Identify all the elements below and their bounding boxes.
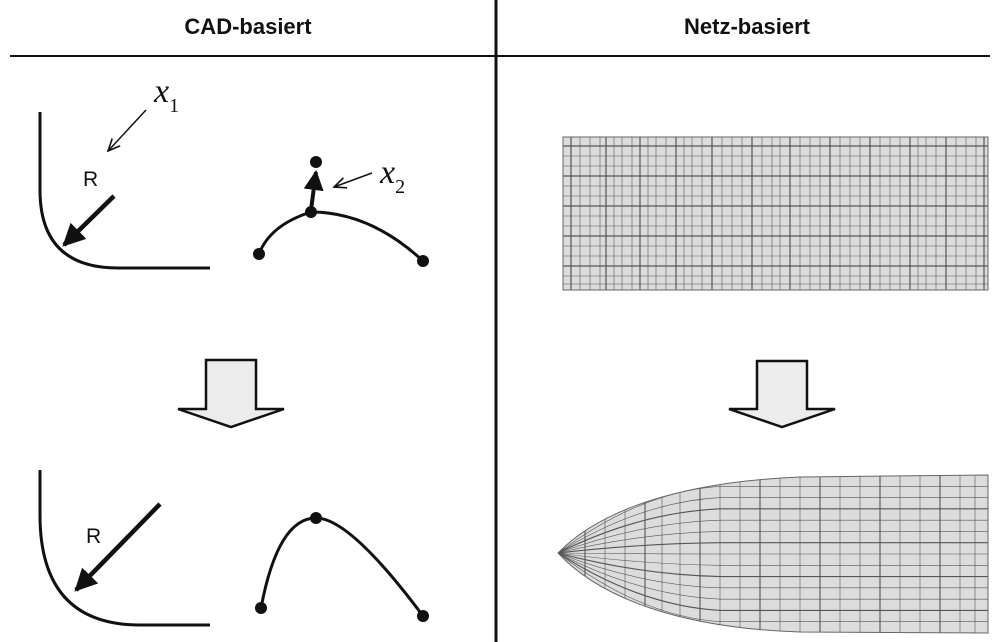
control-point-shift-arrow: [303, 170, 324, 211]
mesh-line: [558, 552, 988, 566]
mesh-line: [558, 552, 988, 555]
control-point-target: [310, 156, 322, 168]
cad-spline-top: [253, 156, 429, 267]
control-point: [305, 206, 317, 218]
control-point: [417, 255, 429, 267]
mesh-based-header: Netz-basiert: [684, 14, 810, 39]
mesh-line: [558, 531, 988, 554]
radius-label-top: R: [83, 168, 98, 191]
x1-label: x1: [153, 73, 179, 117]
control-point: [255, 602, 267, 614]
down-arrow-icon: [177, 358, 285, 429]
mesh-bottom: [558, 475, 988, 633]
mesh-line: [558, 542, 988, 554]
cad-based-header: CAD-basiert: [184, 14, 312, 39]
control-point: [417, 610, 429, 622]
control-point: [253, 248, 265, 260]
cad-fillet-bottom: [38, 470, 210, 627]
radius-arrow-bottom: [74, 502, 162, 592]
mesh-top: [563, 137, 988, 290]
control-point: [310, 512, 322, 524]
cad-fillet-top: [38, 112, 210, 270]
radius-label-bottom: R: [86, 525, 101, 548]
mesh-bottom-outline: [557, 474, 989, 634]
radius-arrow-top: [62, 194, 116, 247]
mesh-line: [558, 519, 988, 554]
x2-label: x2: [379, 154, 405, 198]
down-arrow-icon: [728, 359, 836, 429]
mesh-line: [558, 552, 988, 578]
mesh-top-outline: [562, 136, 989, 291]
mesh-line: [558, 552, 988, 589]
x1-pointer-arrow: [108, 109, 147, 151]
cad-spline-bottom: [255, 512, 429, 622]
x2-pointer-arrow: [334, 172, 373, 187]
